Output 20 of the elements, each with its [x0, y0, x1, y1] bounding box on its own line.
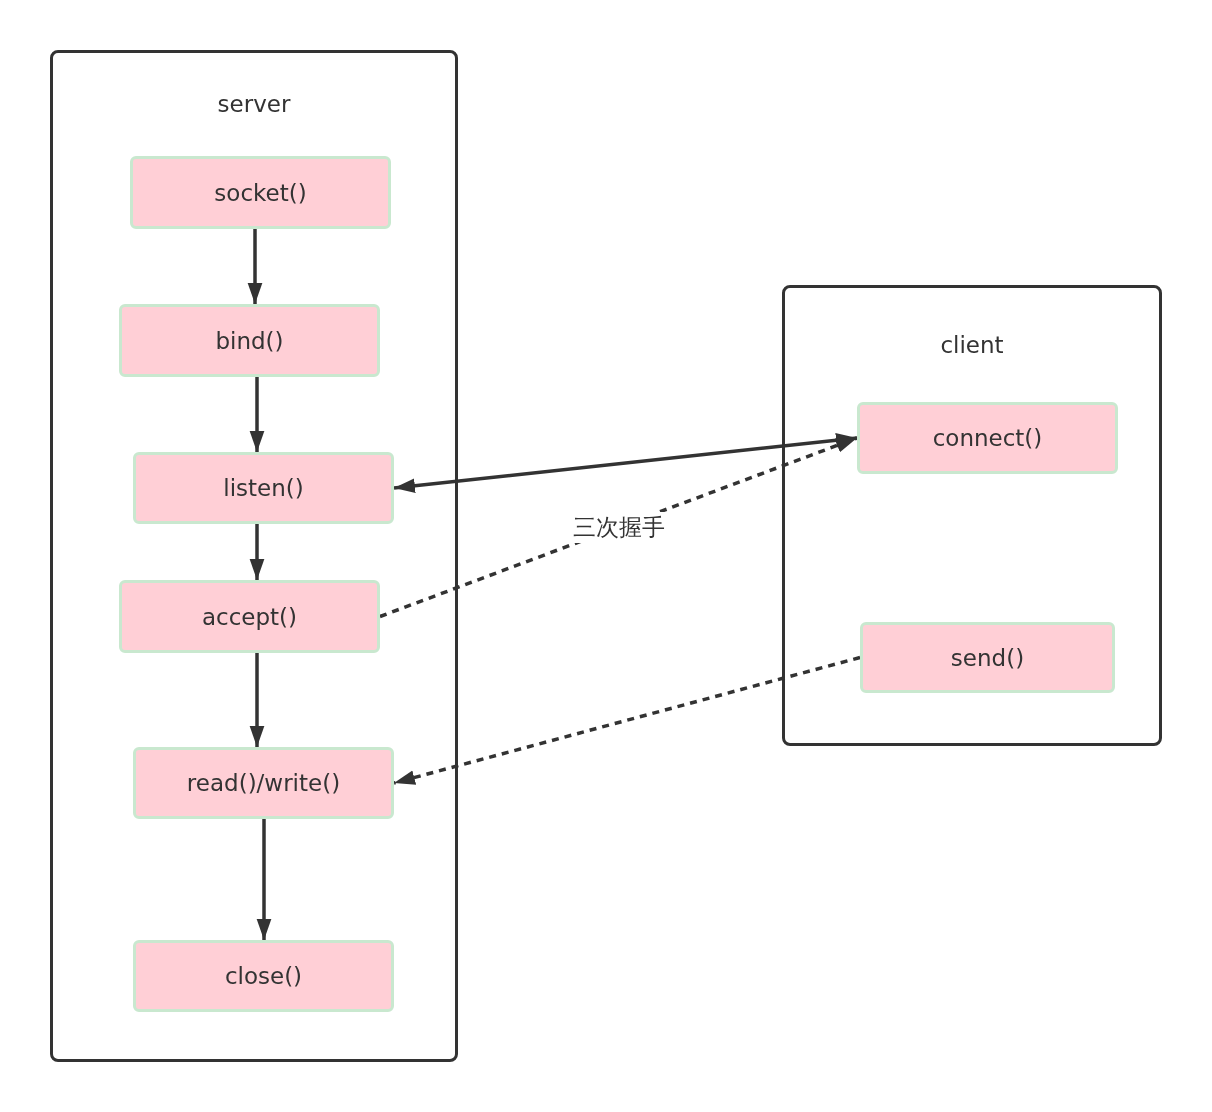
- arrow: [393, 432, 858, 494]
- process-box: send(): [860, 622, 1115, 693]
- process-box: read()/write(): [133, 747, 394, 819]
- process-box: bind(): [119, 304, 380, 377]
- process-box: connect(): [857, 402, 1118, 474]
- process-box: listen(): [133, 452, 394, 524]
- process-box: close(): [133, 940, 394, 1012]
- arrow: [249, 653, 265, 747]
- dashed-arrow: [393, 655, 861, 785]
- container-box: [50, 50, 458, 1062]
- process-box: socket(): [130, 156, 391, 229]
- arrow: [249, 377, 265, 452]
- container-title: client: [939, 332, 1005, 358]
- arrow: [247, 229, 263, 304]
- container-title: server: [216, 91, 292, 117]
- edge-label: 三次握手: [570, 511, 667, 543]
- process-box: accept(): [119, 580, 380, 653]
- arrow: [256, 819, 272, 940]
- arrow: [249, 524, 265, 580]
- container-box: [782, 285, 1162, 746]
